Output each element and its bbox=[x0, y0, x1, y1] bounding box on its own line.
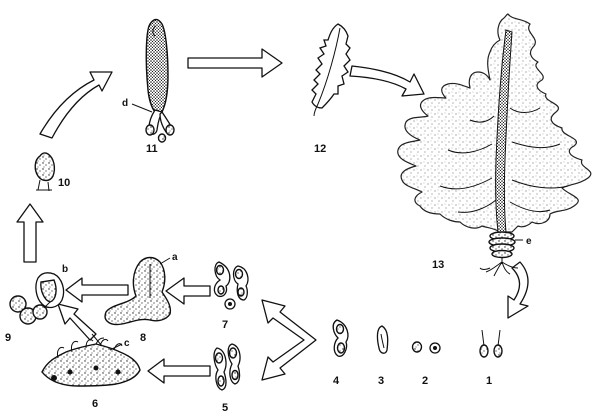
stage-label-13: 13 bbox=[432, 259, 444, 271]
callout-a: a bbox=[172, 252, 178, 263]
stage-label-1: 1 bbox=[486, 375, 492, 387]
stage-5-filaments bbox=[213, 343, 241, 391]
callout-e: e bbox=[526, 236, 532, 247]
stage-1-spores bbox=[479, 329, 503, 358]
arrow-8-to-9 bbox=[65, 277, 129, 303]
stage-10-stalked-cell bbox=[34, 152, 56, 192]
arrow-4-to-7-and-5 bbox=[261, 299, 317, 381]
arrow-10-to-11 bbox=[39, 71, 113, 139]
stage-7-germlings bbox=[213, 261, 249, 310]
callout-d: d bbox=[122, 98, 128, 109]
stage-2-cells bbox=[411, 341, 441, 354]
stage-label-2: 2 bbox=[422, 375, 428, 387]
stage-11-sporophyte-germling bbox=[131, 18, 175, 143]
stage-9-gametangia-cluster bbox=[9, 272, 65, 325]
arrow-11-to-12 bbox=[187, 48, 283, 78]
callout-c-leader bbox=[109, 343, 123, 351]
stage-label-9: 9 bbox=[5, 332, 11, 344]
stage-6-gametophyte bbox=[41, 333, 141, 387]
stage-label-8: 8 bbox=[140, 332, 146, 344]
callout-b: b bbox=[62, 264, 68, 275]
stage-label-12: 12 bbox=[314, 143, 326, 155]
stage-label-5: 5 bbox=[222, 402, 228, 414]
arrow-13-to-1 bbox=[507, 261, 529, 319]
arrow-6-to-9 bbox=[57, 303, 97, 341]
stage-label-4: 4 bbox=[333, 375, 340, 387]
stage-label-7: 7 bbox=[222, 319, 228, 331]
stage-3-elongated-cell bbox=[376, 325, 389, 354]
callout-a-leader bbox=[159, 257, 171, 265]
stage-label-6: 6 bbox=[92, 398, 98, 410]
stage-13-mature-sporophyte bbox=[397, 13, 592, 277]
stage-label-3: 3 bbox=[378, 375, 384, 387]
arrow-5-to-6 bbox=[147, 358, 211, 384]
callout-c: c bbox=[124, 338, 130, 349]
stage-label-10: 10 bbox=[58, 177, 70, 189]
stage-12-young-blade bbox=[311, 23, 351, 117]
arrow-7-to-8 bbox=[165, 277, 211, 305]
stage-8-young-thallus bbox=[104, 256, 172, 326]
arrow-12-to-13 bbox=[349, 65, 425, 97]
arrow-9-to-10 bbox=[16, 203, 44, 263]
stage-4-germling bbox=[332, 319, 349, 357]
stage-label-11: 11 bbox=[146, 143, 158, 155]
